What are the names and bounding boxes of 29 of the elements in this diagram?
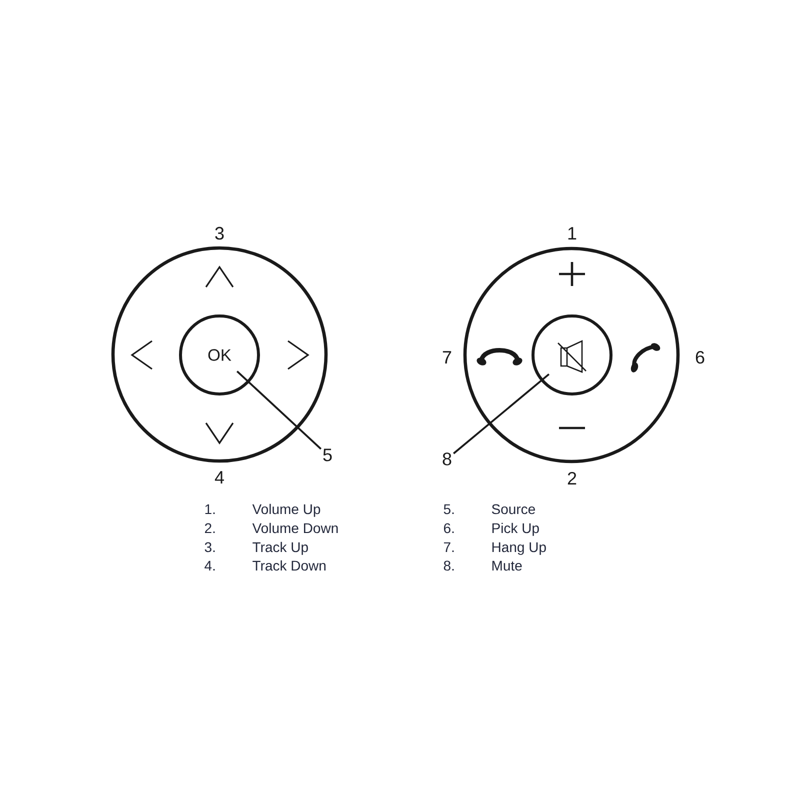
list-text: Volume Down xyxy=(252,522,338,534)
list-number: 6. xyxy=(444,523,454,534)
list-number: 7. xyxy=(444,542,454,552)
leader-line xyxy=(453,373,550,454)
list-number: 3. xyxy=(204,542,215,552)
list-text: Volume Up xyxy=(252,504,320,517)
callout-number: 1 xyxy=(568,227,576,240)
list-text: Track Up xyxy=(252,542,308,555)
list-number: 8. xyxy=(444,560,454,571)
round-button: OK xyxy=(179,314,260,396)
callout-number: 6 xyxy=(696,350,704,364)
outer-ring xyxy=(463,246,680,464)
list-number: 5. xyxy=(444,504,454,514)
callout-number: 3 xyxy=(215,226,224,240)
callout-number: 4 xyxy=(214,471,224,484)
list-number: 2. xyxy=(204,523,215,533)
callout-number: 5 xyxy=(323,448,332,462)
leader-line xyxy=(236,370,322,450)
list-number: 4. xyxy=(204,560,215,570)
callout-number: 8 xyxy=(442,452,452,466)
list-number: 1. xyxy=(205,504,215,514)
list-text: Pick Up xyxy=(492,522,539,536)
callout-number: 7 xyxy=(442,351,452,364)
list-text: Hang Up xyxy=(492,542,546,555)
callout-number: 2 xyxy=(568,472,576,484)
round-button xyxy=(532,314,612,396)
list-text: Mute xyxy=(492,560,522,571)
list-text: Source xyxy=(492,504,535,514)
list-text: Track Down xyxy=(252,560,326,571)
